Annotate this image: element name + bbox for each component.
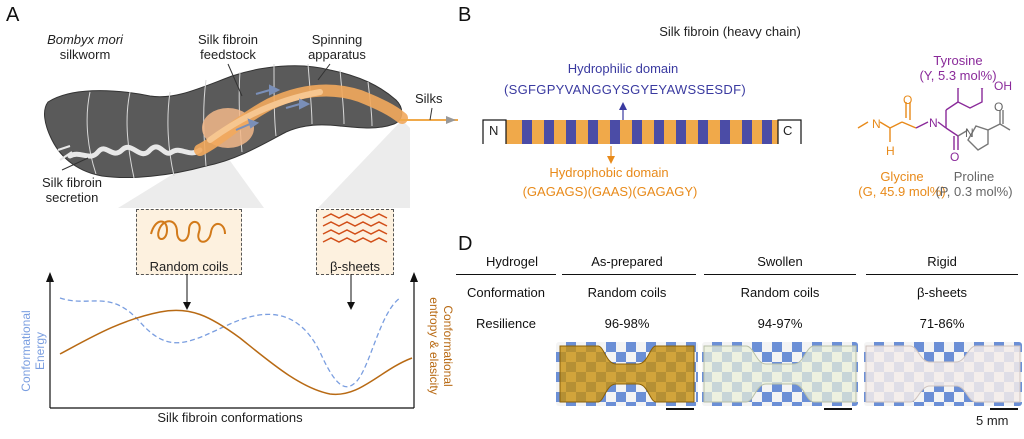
species-common: silkworm bbox=[59, 47, 111, 62]
conformation-swollen: Random coils bbox=[740, 285, 820, 300]
energy-axis-line1: Conformational bbox=[19, 310, 33, 392]
scale-label: 5 mm bbox=[976, 413, 1009, 428]
glycine-name: Glycine bbox=[880, 169, 924, 184]
tyrosine-detail: (Y, 5.3 mol%) bbox=[919, 68, 997, 83]
hydrophobic-arrow bbox=[607, 146, 615, 164]
tyrosine-label: Tyrosine (Y, 5.3 mol%) bbox=[898, 53, 1018, 83]
proline-label: Proline (P, 0.3 mol%) bbox=[926, 169, 1022, 199]
header-rule-2 bbox=[562, 274, 696, 275]
zoom-cone-right bbox=[318, 120, 410, 208]
panel-a-letter: A bbox=[6, 4, 20, 26]
resilience-swollen: 94-97% bbox=[757, 316, 803, 331]
struct-o1: O bbox=[903, 93, 913, 107]
hydrophilic-segments bbox=[522, 120, 772, 144]
conformation-rigid: β-sheets bbox=[916, 285, 968, 300]
header-rigid: Rigid bbox=[927, 254, 957, 269]
feedstock-line1: Silk fibroin bbox=[198, 32, 258, 47]
n-terminus-box bbox=[482, 119, 507, 144]
zoom-cone-left bbox=[118, 150, 264, 208]
header-as-prepared: As-prepared bbox=[591, 254, 663, 269]
hydrophobic-label: Hydrophobic domain bbox=[549, 165, 669, 180]
tyrosine-name: Tyrosine bbox=[933, 53, 983, 68]
spinning-label: Spinning apparatus bbox=[292, 32, 382, 62]
header-rule-1 bbox=[456, 274, 556, 275]
c-terminus-box bbox=[777, 119, 802, 144]
secretion-label: Silk fibroin secretion bbox=[22, 175, 122, 205]
panel-b-letter: B bbox=[458, 4, 472, 26]
scale-bar-2 bbox=[824, 408, 852, 410]
struct-o2: O bbox=[950, 150, 960, 164]
random-coils-label: Random coils bbox=[149, 259, 229, 274]
silk-gland-secretion bbox=[67, 144, 203, 159]
tripeptide-structure bbox=[857, 88, 1011, 151]
glycine-label: Glycine (G, 45.9 mol%) bbox=[852, 169, 952, 199]
struct-o3: O bbox=[994, 100, 1004, 114]
silk-arrow bbox=[446, 116, 456, 124]
heavy-chain-diagram bbox=[482, 102, 802, 144]
feedstock-label: Silk fibroin feedstock bbox=[178, 32, 278, 62]
row-label-conformation: Conformation bbox=[466, 285, 546, 300]
panel-b-title: Silk fibroin (heavy chain) bbox=[659, 24, 801, 39]
energy-axis-label: Conformational Energy bbox=[19, 296, 47, 406]
entropy-axis-line1: Conformational bbox=[441, 305, 455, 387]
scale-bar-3 bbox=[990, 408, 1018, 410]
photo-swollen bbox=[702, 342, 858, 406]
header-hydrogel: Hydrogel bbox=[485, 254, 539, 269]
proline-name: Proline bbox=[953, 169, 995, 184]
species-italic: Bombyx mori bbox=[47, 32, 123, 47]
hydrophilic-sequence: (SGFGPYVANGGYSGYEYAWSSESDF) bbox=[504, 82, 746, 97]
photo-rigid bbox=[864, 342, 1022, 406]
beta-sheets-label: β-sheets bbox=[329, 259, 381, 274]
header-rule-4 bbox=[866, 274, 1018, 275]
panel-d-letter: D bbox=[458, 233, 473, 255]
proline-detail: (P, 0.3 mol%) bbox=[935, 184, 1013, 199]
struct-n3: N bbox=[965, 126, 974, 140]
random-coils-box: Random coils bbox=[136, 209, 242, 275]
conformation-as-prepared: Random coils bbox=[587, 285, 667, 300]
photo-as-prepared bbox=[556, 342, 698, 406]
glycine-detail: (G, 45.9 mol%) bbox=[858, 184, 946, 199]
hydrophilic-label: Hydrophilic domain bbox=[567, 61, 679, 76]
n-terminus-label: N bbox=[489, 123, 499, 138]
entropy-axis-label: Conformational entropy & elasicity bbox=[427, 281, 455, 411]
beta-sheets-box: β-sheets bbox=[316, 209, 394, 275]
row-label-resilience: Resilience bbox=[476, 316, 536, 331]
header-swollen: Swollen bbox=[757, 254, 803, 269]
silks-label: Silks bbox=[415, 91, 443, 106]
entropy-axis-line2: entropy & elasicity bbox=[427, 297, 441, 395]
conformations-axis-label: Silk fibroin conformations bbox=[157, 410, 303, 425]
header-rule-3 bbox=[704, 274, 856, 275]
resilience-rigid: 71-86% bbox=[919, 316, 965, 331]
scale-bar-1 bbox=[666, 408, 694, 410]
random-coil-icon bbox=[150, 220, 226, 243]
spinning-line2: apparatus bbox=[308, 47, 366, 62]
secretion-line1: Silk fibroin bbox=[42, 175, 102, 190]
feedstock-line2: feedstock bbox=[200, 47, 256, 62]
c-terminus-label: C bbox=[783, 123, 793, 138]
struct-n2: N bbox=[929, 116, 938, 130]
spinning-line1: Spinning bbox=[311, 32, 363, 47]
struct-h: H bbox=[886, 144, 895, 158]
silkworm-illustration bbox=[44, 63, 458, 208]
species-label: Bombyx mori silkworm bbox=[30, 32, 140, 62]
energy-plot bbox=[46, 272, 418, 409]
hydrophobic-sequence: (GAGAGS)(GAAS)(GAGAGY) bbox=[522, 184, 698, 199]
secretion-line2: secretion bbox=[45, 190, 99, 205]
energy-curve bbox=[59, 297, 401, 388]
struct-nh: N bbox=[872, 117, 881, 131]
struct-oh: OH bbox=[994, 79, 1012, 93]
entropy-curve bbox=[59, 309, 413, 396]
beta-sheet-icon bbox=[322, 213, 388, 243]
resilience-as-prepared: 96-98% bbox=[604, 316, 650, 331]
energy-axis-line2: Energy bbox=[33, 331, 47, 371]
